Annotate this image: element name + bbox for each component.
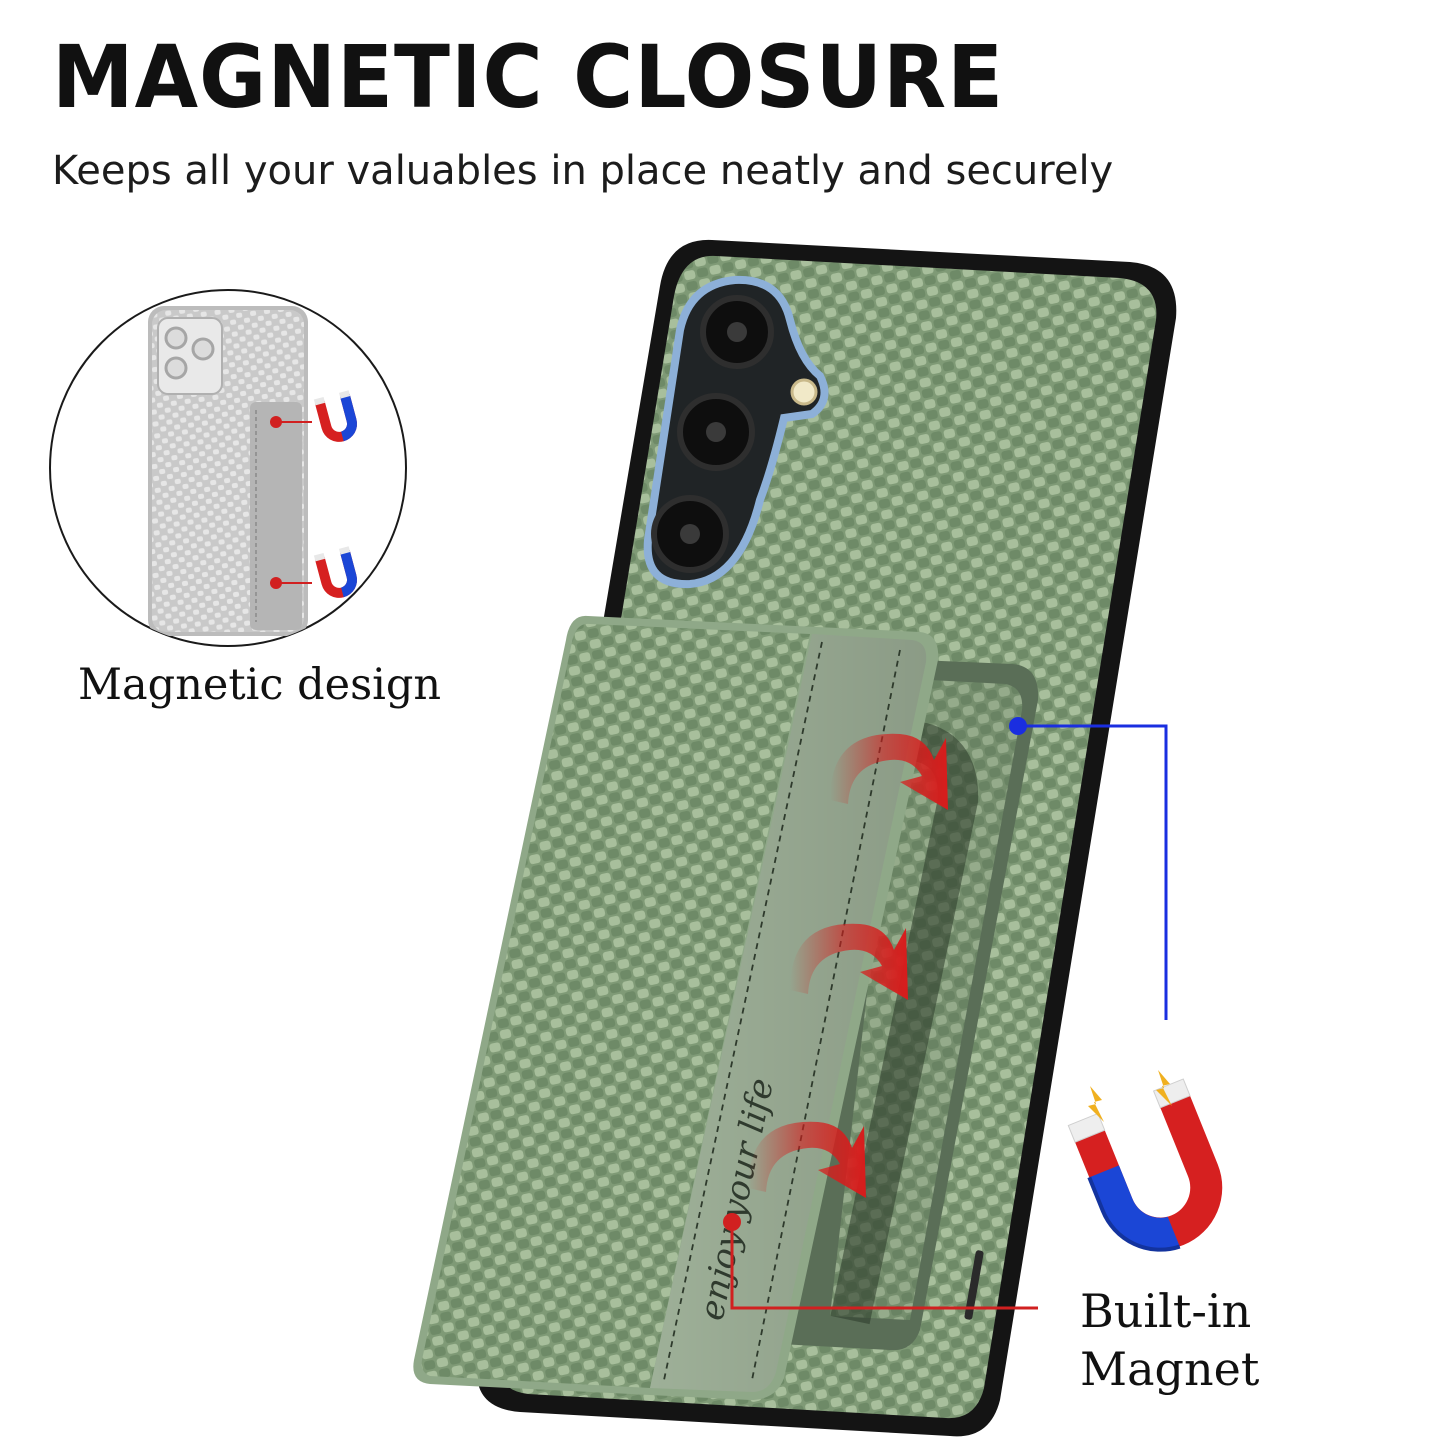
page-subtitle: Keeps all your valuables in place neatly… — [52, 148, 1114, 194]
camera-lens-icon — [700, 295, 774, 369]
callout-blue-line — [1009, 717, 1168, 1020]
inset-caption: Magnetic design — [78, 660, 442, 710]
builtin-magnet-label: Built-in Magnet — [1080, 1282, 1259, 1398]
spark-icon — [1156, 1070, 1172, 1106]
magnet-icon — [313, 390, 357, 442]
card-flap: enjoy your life — [413, 615, 939, 1400]
curved-arrow-icon — [748, 1121, 866, 1198]
inset-magnetic-design — [49, 289, 407, 647]
spark-icon — [1088, 1086, 1104, 1122]
curved-arrow-icon — [790, 923, 908, 1000]
callout-red-line — [723, 1213, 1038, 1310]
magnet-icon — [1067, 1078, 1223, 1252]
page-title: MAGNETIC CLOSURE — [52, 28, 1005, 128]
builtin-magnet-label-line1: Built-in — [1080, 1284, 1252, 1338]
curved-arrow-icon — [830, 733, 948, 810]
camera-lens-icon — [677, 393, 755, 471]
magnet-icon — [313, 546, 357, 598]
builtin-magnet-label-line2: Magnet — [1080, 1342, 1260, 1396]
camera-lens-icon — [651, 495, 729, 573]
